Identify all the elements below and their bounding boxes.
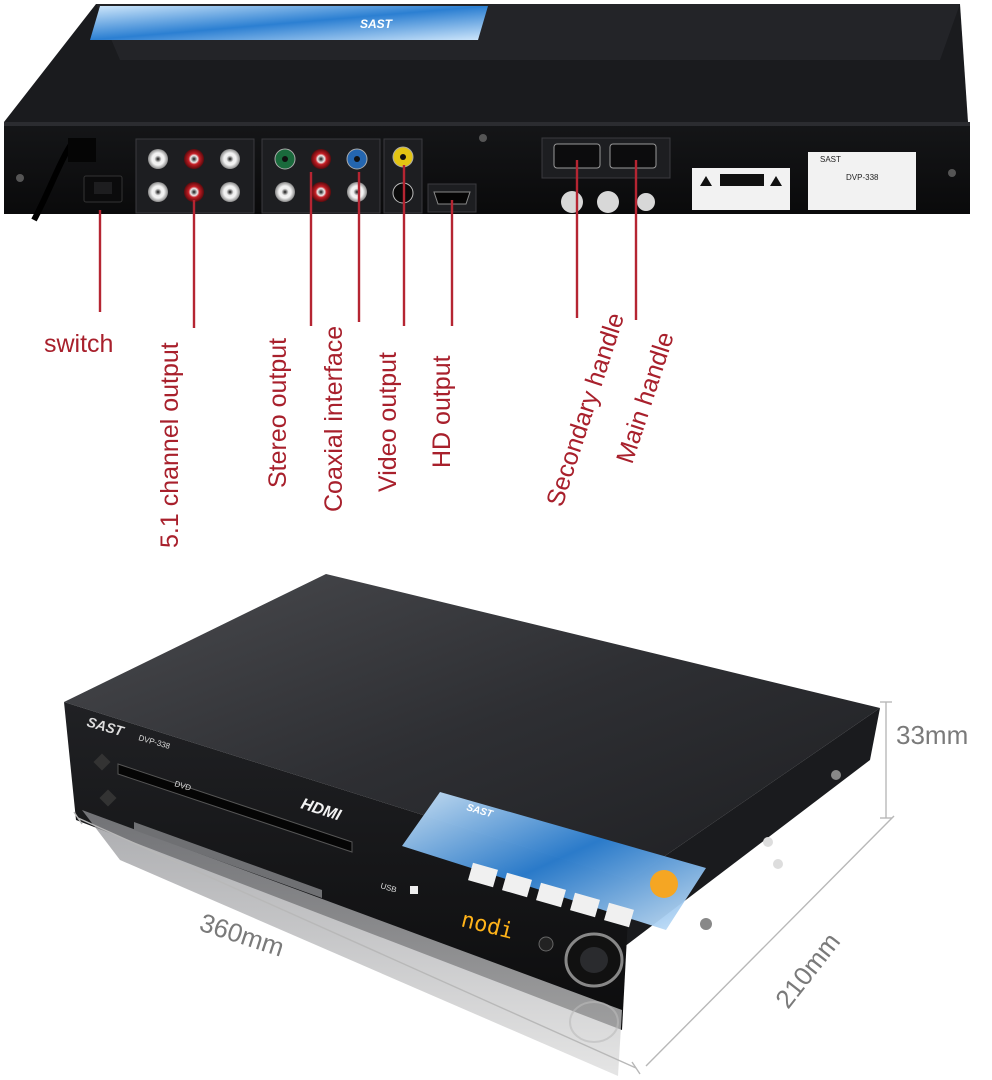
label-main: Main handle [611,329,680,467]
channel-51-jacks [135,138,255,214]
warning-label [692,168,790,210]
label-stereo: Stereo output [264,338,292,488]
screw-icon [948,169,956,177]
screw-icon [831,770,841,780]
logo-icon [561,191,583,213]
side-jack [773,859,783,869]
label-secondary: Secondary handle [541,310,630,510]
front-button [93,753,111,771]
label-switch: switch [44,330,113,358]
label-video: Video output [374,352,402,492]
handle-ports [541,137,671,213]
dimension-height: 33mm [896,720,968,750]
indicator-icon [410,886,418,894]
label-hd: HD output [428,355,456,468]
no-disposal-icon [597,191,619,213]
eject-button [538,936,554,952]
svg-text:DVP-338: DVP-338 [846,173,879,182]
dimension-depth: 210mm [769,927,846,1014]
front-button [99,789,117,807]
screw-icon [700,918,712,930]
screw-icon [479,134,487,142]
dvd-player-3d: SAST DVP-338 DVD HDMI SAST nodi USB [64,574,880,1076]
hdmi-port [427,183,477,213]
rating-label: SAST DVP-338 [808,152,916,210]
svg-text:SAST: SAST [360,17,394,31]
nav-wheel-icon [564,932,624,1043]
side-jack [763,837,773,847]
rear-panel: SAST [4,4,970,222]
stereo-coax-jacks [261,138,381,214]
svg-text:USB: USB [379,881,397,894]
ccc-icon [637,193,655,211]
label-channel-51: 5.1 channel output [156,342,184,548]
codec-logos [468,862,634,928]
front-sticker: SAST [402,792,706,930]
dimension-lines [73,701,895,1075]
svg-text:SAST: SAST [820,155,841,164]
power-inlet [68,138,96,162]
rear-sticker: SAST [90,6,488,40]
callout-lines [98,160,638,328]
label-coaxial: Coaxial interface [320,326,348,512]
screw-icon [16,174,24,182]
